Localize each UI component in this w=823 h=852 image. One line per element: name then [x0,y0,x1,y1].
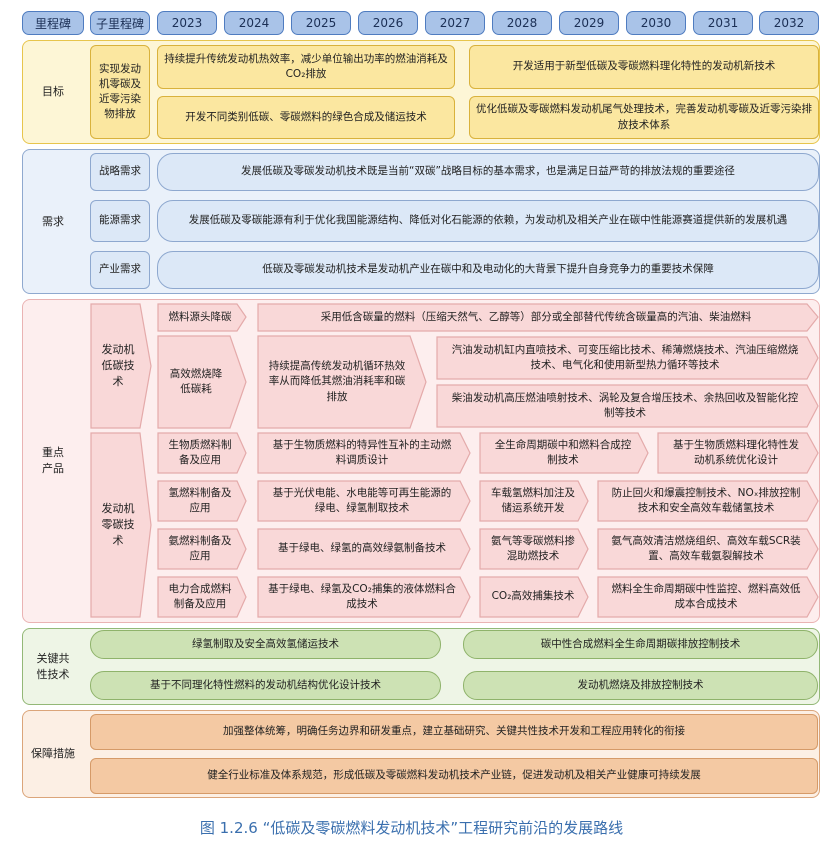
zc-row-biomass-a: 基于生物质燃料的特异性互补的主动燃料调质设计 [272,438,452,466]
gasoline-text: 汽油发动机缸内直喷技术、可变压缩比技术、稀薄燃烧技术、汽油压缩燃烧技术、电气化和… [451,343,799,371]
source-label: 燃料源头降碳 [168,310,232,323]
source-arrow [157,303,247,332]
goal-label: 目标 [42,85,64,99]
zc-row-biomass-c: 基于生物质燃料理化特性发动机系统优化设计 [673,438,799,466]
zc-row-biomass-label: 生物质燃料制备及应用 [168,438,232,466]
zc-row-efuel-a: 基于绿电、绿氢及CO₂捕集的液体燃料合成技术 [268,582,456,610]
zc-row-efuel-b: CO₂高效捕集技术 [491,590,575,603]
combust-text-arrow [257,335,427,429]
need-energy-text: 发展低碳及零碳能源有利于优化我国能源结构、降低对化石能源的依赖，为发动机及相关产… [157,200,819,242]
goal-item-fuel-synthesis: 开发不同类别低碳、零碳燃料的绿色合成及储运技术 [157,96,455,139]
tech-item-carbon-control: 碳中性合成燃料全生命周期碳排放控制技术 [463,630,818,659]
header-year-2023: 2023 [157,11,217,35]
focus-label: 重点产品 [42,446,64,475]
tech-item-structure-design: 基于不同理化特性燃料的发动机结构优化设计技术 [90,671,441,700]
goal-item-exhaust-treatment: 优化低碳及零碳燃料发动机尾气处理技术，完善发动机零碳及近零污染排放技术体系 [469,96,819,139]
header-year-2024: 2024 [224,11,284,35]
zero-carbon-sub: 发动机零碳技术 [101,502,135,547]
goal-item-thermal-efficiency: 持续提升传统发动机热效率，减少单位输出功率的燃油消耗及CO₂排放 [157,45,455,89]
zc-row-efuel-c: 燃料全生命周期碳中性监控、燃料高效低成本合成技术 [611,582,801,610]
header-milestone: 里程碑 [22,11,84,35]
zc-row-biomass-b: 全生命周期碳中和燃料合成控制技术 [494,438,632,466]
zc-row-hydrogen-b: 车载氢燃料加注及储运系统开发 [491,486,575,514]
combust-arrow [157,335,247,429]
guarantee-item-coordination: 加强整体统筹，明确任务边界和研发重点，建立基础研究、关键共性技术开发和工程应用转… [90,714,818,750]
need-industry-text: 低碳及零碳发动机技术是发动机产业在碳中和及电动化的大背景下提升自身竞争力的重要技… [157,251,819,289]
header-year-2028: 2028 [492,11,552,35]
diesel-arrow [436,384,819,428]
zc-row-efuel-label: 电力合成燃料制备及应用 [168,582,232,610]
header-year-2027: 2027 [425,11,485,35]
diesel-text: 柴油发动机高压燃油喷射技术、涡轮及复合增压技术、余热回收及智能化控制等技术 [451,391,799,419]
header-year-2032: 2032 [759,11,819,35]
zero-carbon-chevron [90,432,152,618]
zc-row-ammonia-c: 氨气高效清洁燃烧组织、高效车载SCR装置、高效车载氨裂解技术 [611,534,801,562]
low-carbon-sub: 发动机低碳技术 [101,343,135,388]
goal-sub-milestone: 实现发动机零碳及近零污染物排放 [90,45,150,139]
tech-item-combustion-emission: 发动机燃烧及排放控制技术 [463,671,818,700]
need-sub-strategic: 战略需求 [90,153,150,191]
need-strategic-text: 发展低碳及零碳发动机技术既是当前“双碳”战略目标的基本需求，也是满足日益严苛的排… [157,153,819,191]
header-year-2031: 2031 [693,11,753,35]
gasoline-arrow [436,336,819,380]
figure-caption: 图 1.2.6 “低碳及零碳燃料发动机技术”工程研究前沿的发展路线 [199,819,624,837]
zc-row-ammonia-a: 基于绿电、绿氢的高效绿氨制备技术 [278,542,446,555]
header-year-2030: 2030 [626,11,686,35]
header-year-2025: 2025 [291,11,351,35]
zc-row-hydrogen-c: 防止回火和爆震控制技术、NOₓ排放控制技术和安全高效车载储氢技术 [611,486,801,514]
combust-text: 持续提高传统发动机循环热效率从而降低其燃油消耗率和碳排放 [268,360,406,403]
need-sub-industry: 产业需求 [90,251,150,289]
header-year-2026: 2026 [358,11,418,35]
need-label: 需求 [42,214,64,228]
zc-row-ammonia-label: 氨燃料制备及应用 [168,534,232,562]
low-carbon-chevron [90,303,152,429]
need-sub-energy: 能源需求 [90,200,150,242]
source-text-arrow [257,303,819,332]
combust-label: 高效燃烧降低碳耗 [169,367,223,395]
tech-label: 关键共性技术 [36,651,70,681]
goal-item-new-engine-tech: 开发适用于新型低碳及零碳燃料理化特性的发动机新技术 [469,45,819,89]
zc-row-hydrogen-a: 基于光伏电能、水电能等可再生能源的绿电、绿氢制取技术 [272,486,452,514]
zc-row-hydrogen-label: 氢燃料制备及应用 [168,486,232,514]
guarantee-item-standards: 健全行业标准及体系规范，形成低碳及零碳燃料发动机技术产业链，促进发动机及相关产业… [90,758,818,794]
zc-row-ammonia-b: 氨气等零碳燃料掺混助燃技术 [491,534,575,562]
header-sub-milestone: 子里程碑 [90,11,150,35]
header-year-2029: 2029 [559,11,619,35]
source-text: 采用低含碳量的燃料（压缩天然气、乙醇等）部分或全部替代传统含碳量高的汽油、柴油燃… [320,310,752,323]
guarantee-label: 保障措施 [31,747,75,761]
tech-item-hydrogen-storage: 绿氢制取及安全高效氢储运技术 [90,630,441,659]
